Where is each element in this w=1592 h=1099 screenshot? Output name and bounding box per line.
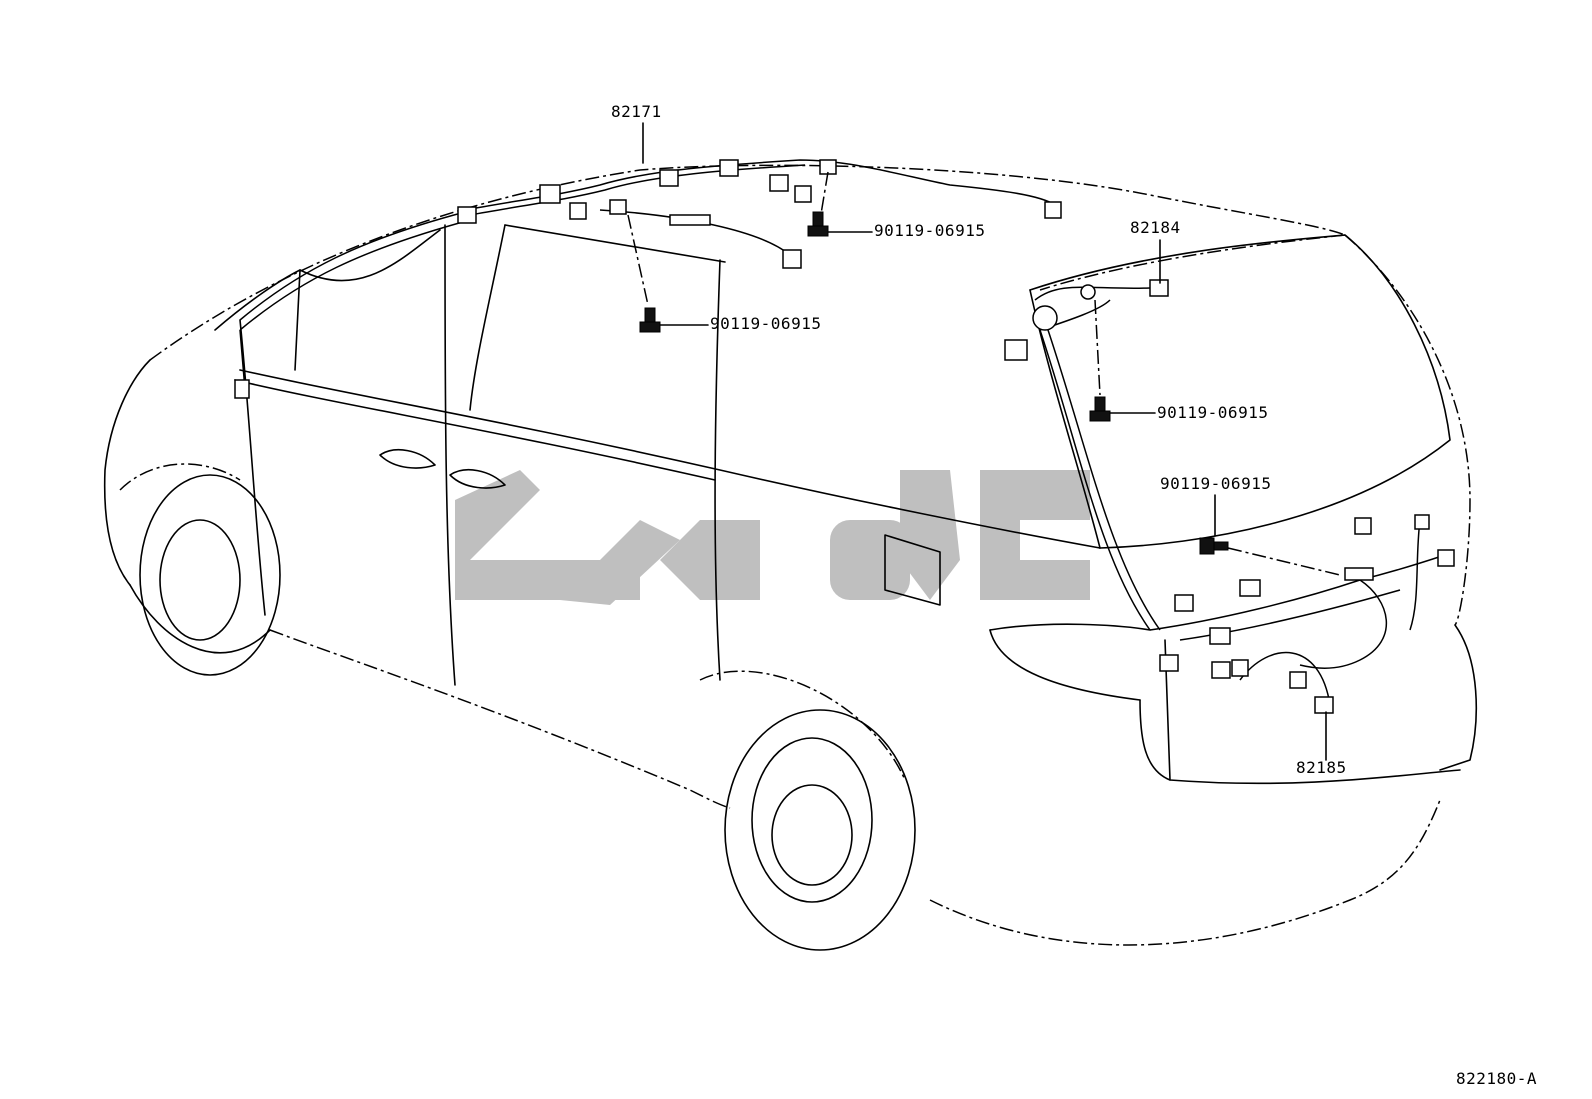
watermark-logo (455, 470, 1090, 605)
bolt-roof-center-icon (639, 307, 661, 333)
back-door-upper-harness (1004, 279, 1169, 631)
part-label-bolt-roof-front: 90119-06915 (874, 221, 986, 240)
drawing-number: 822180-A (1456, 1069, 1538, 1088)
part-label-82184: 82184 (1130, 218, 1181, 237)
bolt-back-door-pillar-icon (1089, 396, 1111, 422)
roof-wire-harness (234, 159, 1062, 399)
part-label-82171: 82171 (611, 102, 662, 121)
part-label-bolt-roof-center: 90119-06915 (710, 314, 822, 333)
bolt-roof-front-icon (807, 211, 829, 237)
back-door-lower-harness (1149, 514, 1455, 714)
part-label-82185: 82185 (1296, 758, 1347, 777)
bolt-back-door-lower-icon (1199, 537, 1229, 555)
part-label-bolt-back-door-lower: 90119-06915 (1160, 474, 1272, 493)
leader-lines (627, 122, 1341, 761)
part-label-bolt-back-door-pillar: 90119-06915 (1157, 403, 1269, 422)
van-body (103, 164, 1478, 951)
